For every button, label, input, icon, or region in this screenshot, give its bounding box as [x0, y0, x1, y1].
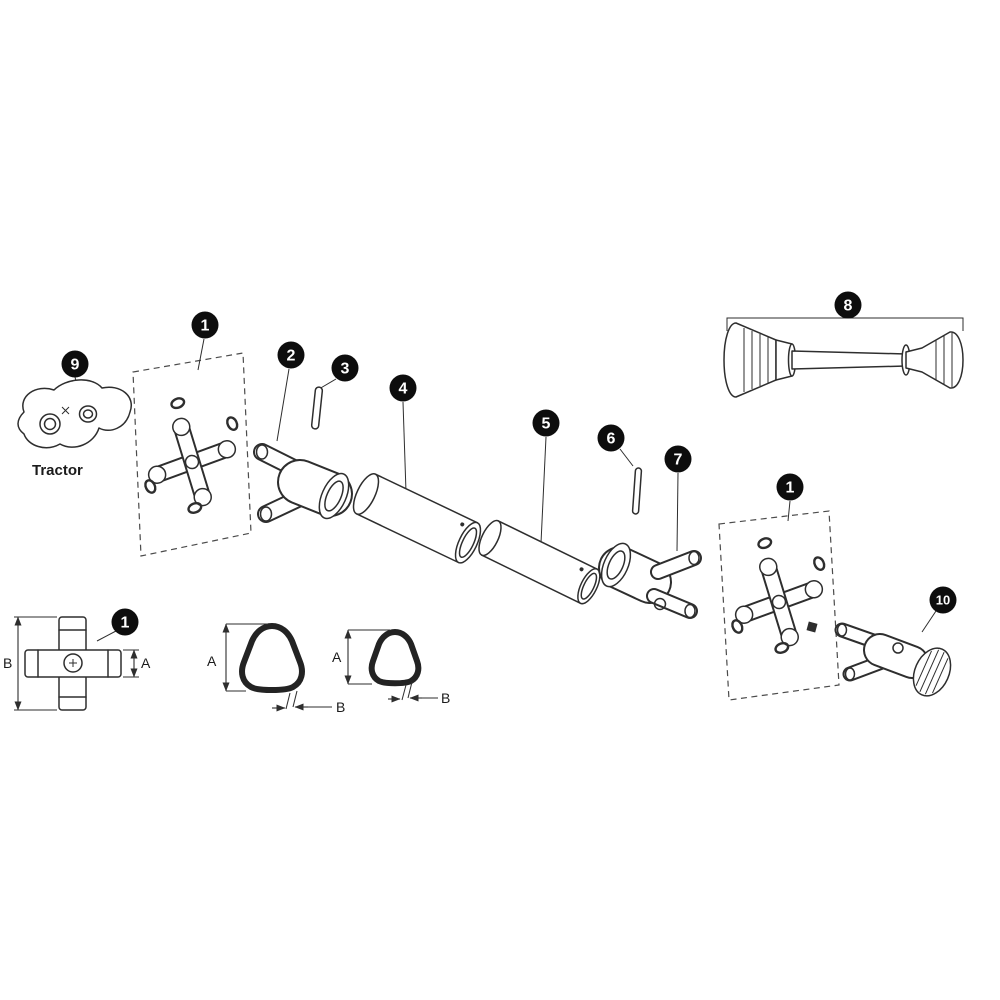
svg-text:10: 10 — [936, 593, 950, 608]
cross-kit-box-right — [718, 510, 840, 701]
dim-cross-b: B — [3, 655, 12, 671]
svg-text:5: 5 — [542, 416, 551, 433]
svg-text:4: 4 — [399, 381, 408, 398]
part-1-cross-kit-right — [722, 531, 835, 659]
part-7-tube-yoke — [598, 542, 702, 619]
callout-1-left: 1 — [191, 311, 219, 339]
dim-profile2-b: B — [441, 690, 450, 706]
dim-profile1-a: A — [207, 653, 217, 669]
svg-text:6: 6 — [607, 431, 616, 448]
svg-text:7: 7 — [674, 452, 683, 469]
part-5-inner-tube — [478, 519, 601, 605]
leader-lines — [74, 338, 937, 642]
callout-4: 4 — [389, 374, 417, 402]
dim-profile1-b: B — [336, 699, 345, 715]
callout-9: 9 — [61, 350, 89, 378]
svg-text:1: 1 — [121, 615, 130, 632]
svg-text:2: 2 — [287, 348, 296, 365]
svg-text:1: 1 — [201, 318, 210, 335]
dim-profile2-a: A — [332, 649, 342, 665]
dim-cross-a: A — [141, 655, 151, 671]
svg-text:8: 8 — [844, 298, 853, 315]
cross-kit-box-left — [132, 352, 252, 557]
callout-8: 8 — [834, 291, 862, 319]
part-8-complete-driveline — [723, 317, 964, 398]
callout-10: 10 — [929, 586, 957, 614]
callout-6: 6 — [597, 424, 625, 452]
part-3-spring-pin — [310, 386, 324, 430]
callout-1-bottom: 1 — [111, 608, 139, 636]
callout-5: 5 — [532, 409, 560, 437]
tractor-label: Tractor — [32, 462, 83, 479]
svg-text:9: 9 — [71, 357, 80, 374]
callout-1-right: 1 — [776, 473, 804, 501]
part-1-cross-kit-left — [135, 391, 248, 519]
part-10-qd-yoke — [834, 622, 952, 697]
part-4-outer-tube — [352, 473, 482, 564]
callout-2: 2 — [277, 341, 305, 369]
callout-7: 7 — [664, 445, 692, 473]
part-2-tube-yoke — [253, 443, 353, 523]
key-pin — [806, 621, 818, 633]
part-6-spring-pin — [631, 467, 643, 515]
cross-journal-dimension-view: B A — [3, 616, 151, 711]
callout-3: 3 — [331, 354, 359, 382]
tube-profile-1: A B — [207, 623, 345, 715]
part-9-tractor-yoke — [17, 379, 133, 449]
tube-profile-2: A B — [332, 629, 450, 706]
svg-text:3: 3 — [341, 361, 350, 378]
svg-text:1: 1 — [786, 480, 795, 497]
